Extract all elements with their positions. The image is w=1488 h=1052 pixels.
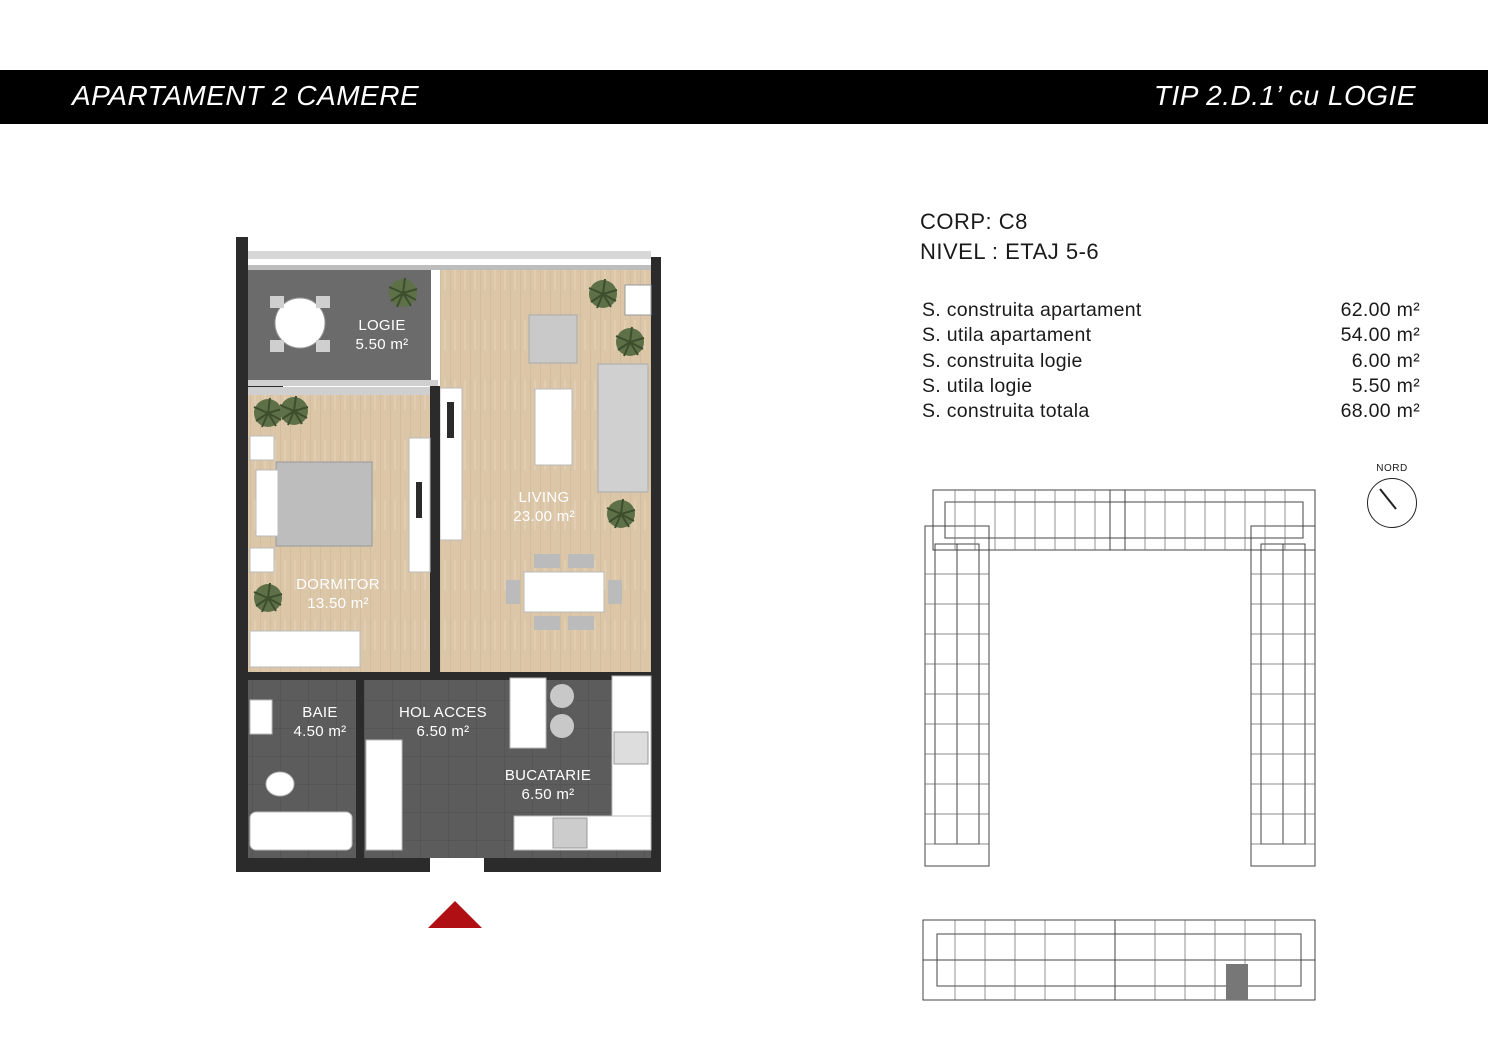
area-value: 5.50 m² [1351, 374, 1420, 397]
area-label: S. construita logie [922, 349, 1083, 372]
area-row: S. construita totala 68.00 m² [922, 399, 1420, 424]
room-area: 13.50 m² [307, 595, 369, 612]
room-label-living: LIVING 23.00 m² [498, 488, 590, 526]
room-area: 4.50 m² [293, 723, 347, 740]
area-value: 6.00 m² [1351, 349, 1420, 372]
apartment-code-title: TIP 2.D.1’ cu LOGIE [1153, 80, 1416, 111]
area-row: S. construita apartament 62.00 m² [922, 298, 1420, 323]
room-name: LOGIE [358, 317, 406, 334]
area-label: S. utila logie [922, 374, 1033, 397]
room-name: HOL ACCES [398, 704, 487, 721]
north-label: NORD [1376, 463, 1408, 474]
room-label-bathroom: BAIE 4.50 m² [282, 703, 358, 741]
room-area: 23.00 m² [513, 508, 575, 525]
key-plan [922, 489, 1316, 1001]
room-name: LIVING [518, 489, 570, 506]
room-label-loggia: LOGIE 5.50 m² [340, 316, 424, 354]
room-name: BAIE [302, 704, 338, 721]
room-label-bedroom: DORMITOR 13.50 m² [282, 575, 394, 613]
room-area: 6.50 m² [521, 786, 575, 803]
building-info: CORP: C8 NIVEL : ETAJ 5-6 [920, 207, 1099, 267]
compass-icon [1367, 478, 1417, 528]
area-row: S. utila apartament 54.00 m² [922, 323, 1420, 348]
room-label-hall: HOL ACCES 6.50 m² [384, 703, 502, 741]
area-row: S. utila logie 5.50 m² [922, 374, 1420, 399]
area-row: S. construita logie 6.00 m² [922, 349, 1420, 374]
apartment-type-title: APARTAMENT 2 CAMERE [72, 80, 420, 111]
header-bar: APARTAMENT 2 CAMERE TIP 2.D.1’ cu LOGIE [0, 70, 1488, 124]
north-compass: NORD [1366, 463, 1418, 528]
room-label-kitchen: BUCATARIE 6.50 m² [500, 766, 596, 804]
corp-label: CORP: C8 [920, 209, 1028, 234]
room-area: 5.50 m² [355, 336, 409, 353]
area-value: 62.00 m² [1340, 299, 1420, 321]
area-label: S. utila apartament [922, 324, 1092, 347]
area-label: S. construita apartament [922, 299, 1142, 321]
outer-wall [651, 257, 661, 872]
area-label: S. construita totala [922, 400, 1090, 423]
highlighted-unit [1226, 964, 1248, 1000]
area-value: 54.00 m² [1340, 324, 1420, 347]
nivel-label: NIVEL : ETAJ 5-6 [920, 239, 1100, 264]
room-area: 6.50 m² [416, 723, 470, 740]
area-table: S. construita apartament 62.00 m² S. uti… [922, 298, 1420, 424]
room-name: BUCATARIE [504, 767, 592, 784]
area-value: 68.00 m² [1340, 400, 1420, 423]
floor-plan [236, 237, 661, 872]
entrance-arrow-icon [428, 901, 482, 928]
room-name: DORMITOR [296, 576, 380, 593]
outer-wall [236, 237, 248, 872]
